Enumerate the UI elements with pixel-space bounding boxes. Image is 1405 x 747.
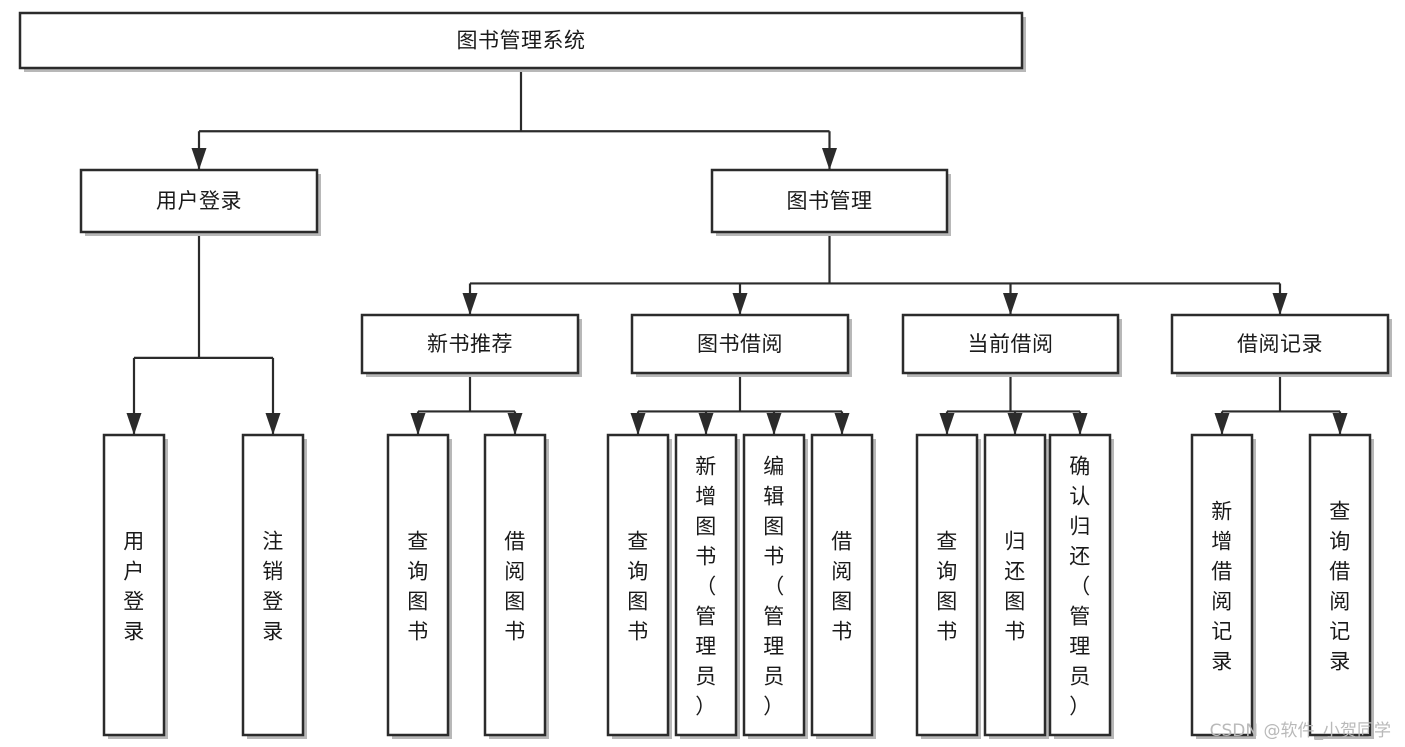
arrow-head-icon (462, 293, 478, 315)
node-box[interactable] (79, 168, 319, 234)
node-book-borrow[interactable]: 图书借阅 (630, 313, 852, 377)
arrow-head-icon (410, 413, 426, 435)
node-label: 用户登录 (156, 189, 242, 213)
node-box[interactable] (1308, 433, 1372, 737)
node-leaf-edit-book[interactable]: 编辑图书（管理员） (742, 433, 808, 739)
node-leaf-add-record[interactable]: 新增借阅记录 (1190, 433, 1256, 739)
node-box[interactable] (483, 433, 547, 737)
arrow-head-icon (126, 413, 142, 435)
node-box[interactable] (1190, 433, 1254, 737)
node-book-manage[interactable]: 图书管理 (710, 168, 951, 236)
node-label: 查询图书 (627, 529, 649, 643)
node-box[interactable] (915, 433, 979, 737)
node-box[interactable] (102, 433, 166, 737)
node-leaf-logout[interactable]: 注销登录 (241, 433, 307, 739)
node-label: 借阅图书 (504, 529, 526, 643)
node-box[interactable] (360, 313, 580, 375)
node-label: 借阅图书 (831, 529, 853, 643)
arrow-head-icon (822, 148, 837, 170)
arrow-head-icon (1214, 413, 1230, 435)
edge-group-current-borrow (939, 373, 1088, 435)
edge-group-book-manage (462, 232, 1288, 315)
node-label: 新增借阅记录 (1211, 499, 1233, 673)
node-box[interactable] (983, 433, 1047, 737)
arrow-head-icon (939, 413, 955, 435)
node-box[interactable] (742, 433, 806, 737)
node-label: 图书管理系统 (457, 29, 586, 53)
node-new-book-recommend[interactable]: 新书推荐 (360, 313, 582, 377)
arrow-head-icon (1003, 293, 1018, 315)
nodes-layer: 图书管理系统用户登录图书管理新书推荐图书借阅当前借阅借阅记录用户登录注销登录查询… (18, 11, 1392, 739)
node-root-图书管理系统[interactable]: 图书管理系统 (18, 11, 1026, 72)
node-box[interactable] (18, 11, 1024, 70)
node-user-login[interactable]: 用户登录 (79, 168, 321, 236)
node-label: 查询图书 (407, 529, 429, 643)
node-label: 借阅记录 (1237, 332, 1323, 356)
node-leaf-query-book-2[interactable]: 查询图书 (606, 433, 672, 739)
node-leaf-borrow-book-1[interactable]: 借阅图书 (483, 433, 549, 739)
arrow-head-icon (1007, 413, 1023, 435)
node-label: 用户登录 (123, 529, 145, 643)
node-leaf-borrow-book-2[interactable]: 借阅图书 (810, 433, 876, 739)
node-box[interactable] (674, 433, 738, 737)
arrow-head-icon (191, 148, 207, 170)
node-label: 编辑图书（管理员） (763, 454, 785, 718)
node-leaf-query-book-3[interactable]: 查询图书 (915, 433, 981, 739)
arrow-head-icon (698, 413, 714, 435)
node-label: 注销登录 (262, 529, 284, 643)
arrow-head-icon (766, 413, 782, 435)
node-box[interactable] (630, 313, 850, 375)
node-box[interactable] (1048, 433, 1112, 737)
node-borrow-record[interactable]: 借阅记录 (1170, 313, 1392, 377)
arrow-head-icon (834, 413, 850, 435)
node-box[interactable] (606, 433, 670, 737)
arrow-head-icon (507, 413, 523, 435)
node-box[interactable] (710, 168, 949, 234)
node-label: 图书借阅 (697, 332, 783, 356)
edge-group-root (191, 68, 837, 170)
node-box[interactable] (810, 433, 874, 737)
node-leaf-confirm-return[interactable]: 确认归还（管理员） (1048, 433, 1114, 739)
edge-group-borrow-record (1214, 373, 1348, 435)
node-label: 新书推荐 (427, 332, 513, 356)
edge-group-book-borrow (630, 373, 850, 435)
node-label: 归还图书 (1004, 529, 1026, 643)
node-leaf-query-record[interactable]: 查询借阅记录 (1308, 433, 1374, 739)
node-current-borrow[interactable]: 当前借阅 (901, 313, 1122, 377)
node-label: 新增图书（管理员） (695, 454, 717, 718)
arrow-head-icon (630, 413, 646, 435)
arrow-head-icon (1272, 293, 1288, 315)
node-leaf-add-book[interactable]: 新增图书（管理员） (674, 433, 740, 739)
node-leaf-return-book[interactable]: 归还图书 (983, 433, 1049, 739)
arrow-head-icon (1332, 413, 1348, 435)
node-box[interactable] (386, 433, 450, 737)
node-box[interactable] (901, 313, 1120, 375)
edge-group-new-book-recommend (410, 373, 523, 435)
node-label: 确认归还（管理员） (1069, 454, 1091, 718)
arrow-head-icon (1072, 413, 1088, 435)
node-label: 查询借阅记录 (1329, 499, 1351, 673)
connectors-layer (126, 68, 1348, 435)
arrow-head-icon (732, 293, 748, 315)
arrow-head-icon (265, 413, 281, 435)
node-leaf-user-login[interactable]: 用户登录 (102, 433, 168, 739)
node-box[interactable] (1170, 313, 1390, 375)
node-label: 查询图书 (936, 529, 958, 643)
watermark-text: CSDN @软件_小贺同学 (1209, 721, 1391, 741)
edge-group-user-login (126, 232, 281, 435)
node-label: 当前借阅 (968, 332, 1054, 356)
node-box[interactable] (241, 433, 305, 737)
node-label: 图书管理 (787, 189, 873, 213)
node-leaf-query-book-1[interactable]: 查询图书 (386, 433, 452, 739)
